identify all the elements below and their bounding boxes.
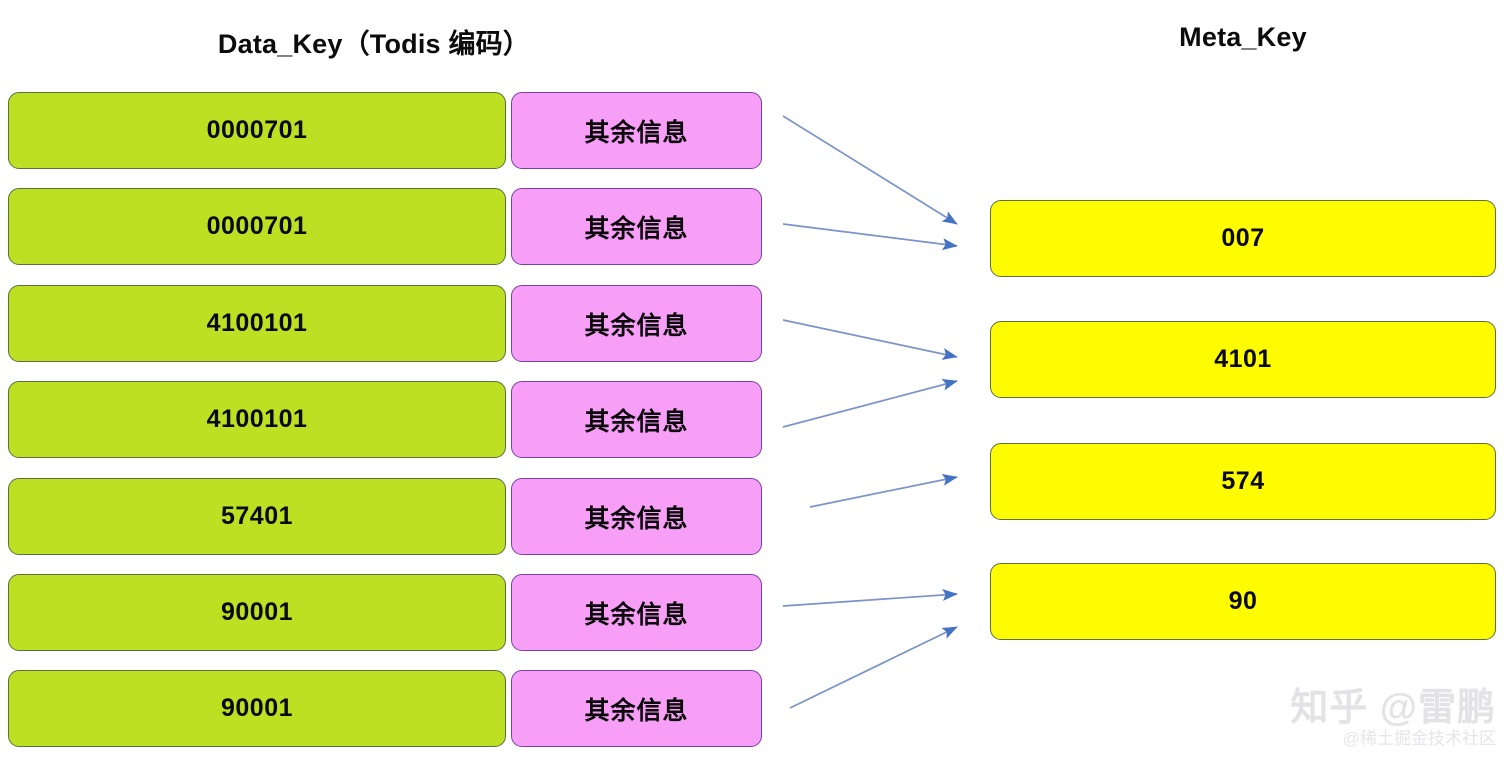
meta-key-label: 574 <box>1221 467 1265 495</box>
meta-key-box[interactable]: 90 <box>990 563 1496 640</box>
meta-key-label: 90 <box>1228 587 1258 615</box>
rest-info-label: 其余信息 <box>584 407 689 436</box>
meta-key-label: 007 <box>1221 224 1265 252</box>
rest-info-label: 其余信息 <box>584 214 689 243</box>
rest-info-label: 其余信息 <box>584 504 689 533</box>
rest-info-box[interactable]: 其余信息 <box>511 574 762 651</box>
meta-key-box[interactable]: 007 <box>990 200 1496 277</box>
data-key-box[interactable]: 57401 <box>8 478 506 555</box>
rest-info-box[interactable]: 其余信息 <box>511 670 762 747</box>
data-key-label: 4100101 <box>206 405 308 433</box>
rest-info-label: 其余信息 <box>584 696 689 725</box>
arrow-row6-to-90 <box>782 589 958 607</box>
page-title-meta-key: Meta_Key <box>1179 22 1307 52</box>
data-key-label: 57401 <box>220 502 294 530</box>
rest-info-label: 其余信息 <box>584 311 689 340</box>
data-key-label: 4100101 <box>206 309 308 337</box>
meta-key-box[interactable]: 4101 <box>990 321 1496 398</box>
rest-info-box[interactable]: 其余信息 <box>511 381 762 458</box>
rest-info-label: 其余信息 <box>584 118 689 147</box>
arrow-row4-to-4101 <box>782 378 958 428</box>
rest-info-label: 其余信息 <box>584 600 689 629</box>
watermark-sub-text: @稀土掘金技术社区 <box>1342 728 1496 748</box>
watermark: 知乎 @雷鹏 @稀土掘金技术社区 <box>1290 689 1496 749</box>
page-title-data-key: Data_Key（Todis 编码） <box>217 29 531 59</box>
data-key-label: 90001 <box>220 694 294 722</box>
arrow-row7-to-90 <box>789 626 958 709</box>
data-key-label: 0000701 <box>206 212 308 240</box>
arrow-row2-to-007 <box>782 223 958 251</box>
rest-info-box[interactable]: 其余信息 <box>511 188 762 265</box>
data-key-box[interactable]: 4100101 <box>8 381 506 458</box>
data-key-box[interactable]: 0000701 <box>8 188 506 265</box>
rest-info-box[interactable]: 其余信息 <box>511 478 762 555</box>
data-key-box[interactable]: 0000701 <box>8 92 506 169</box>
data-key-box[interactable]: 90001 <box>8 574 506 651</box>
arrow-row5-to-574 <box>809 474 958 508</box>
arrow-row3-to-4101 <box>782 319 958 360</box>
meta-key-box[interactable]: 574 <box>990 443 1496 520</box>
rest-info-box[interactable]: 其余信息 <box>511 92 762 169</box>
meta-key-label: 4101 <box>1214 345 1272 373</box>
rest-info-box[interactable]: 其余信息 <box>511 285 762 362</box>
data-key-label: 0000701 <box>206 116 308 144</box>
arrow-row1-to-007 <box>782 115 958 225</box>
data-key-box[interactable]: 90001 <box>8 670 506 747</box>
data-key-label: 90001 <box>220 598 294 626</box>
data-key-box[interactable]: 4100101 <box>8 285 506 362</box>
watermark-main-text: 知乎 @雷鹏 <box>1290 686 1496 729</box>
